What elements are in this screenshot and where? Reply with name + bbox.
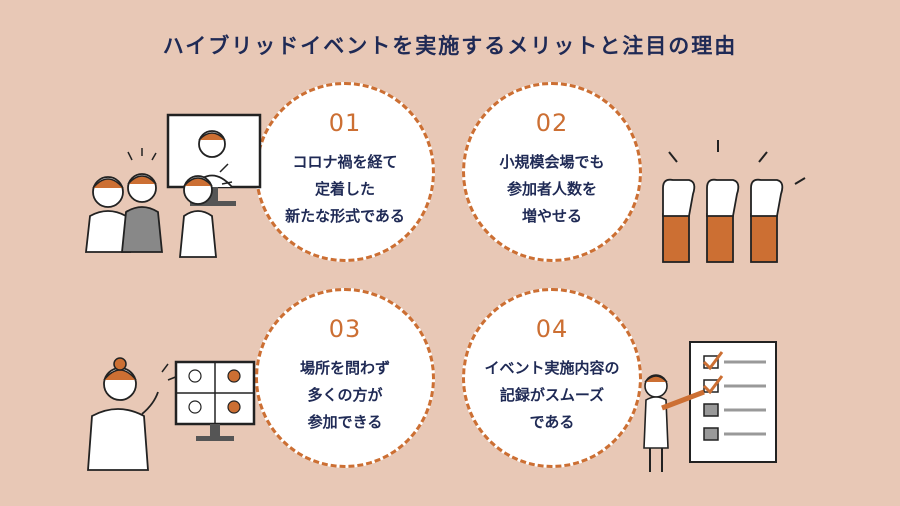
merit-text: 場所を問わず 多くの方が 参加できる xyxy=(299,359,390,431)
merit-number: 02 xyxy=(527,109,576,137)
merit-text: 小規模会場でも 参加者人数を 増やせる xyxy=(499,153,605,225)
merit-text: コロナ禍を経て 定着した 新たな形式である xyxy=(285,153,405,225)
raised-hands-illustration xyxy=(662,140,806,263)
video-call-illustration xyxy=(87,357,256,471)
merit-card-02: 02 小規模会場でも 参加者人数を 増やせる xyxy=(462,82,642,262)
merit-number: 03 xyxy=(320,315,369,343)
merit-card-01: 01 コロナ禍を経て 定着した 新たな形式である xyxy=(255,82,435,262)
merit-card-03: 03 場所を問わず 多くの方が 参加できる xyxy=(255,288,435,468)
page-title: ハイブリッドイベントを実施するメリットと注目の理由 xyxy=(162,34,738,58)
merit-number: 01 xyxy=(320,109,369,137)
merit-text: イベント実施内容の 記録がスムーズ である xyxy=(484,359,620,431)
merit-number: 04 xyxy=(527,315,576,343)
online-meeting-illustration xyxy=(84,113,262,258)
checklist-illustration xyxy=(643,341,777,472)
merit-card-04: 04 イベント実施内容の 記録がスムーズ である xyxy=(462,288,642,468)
